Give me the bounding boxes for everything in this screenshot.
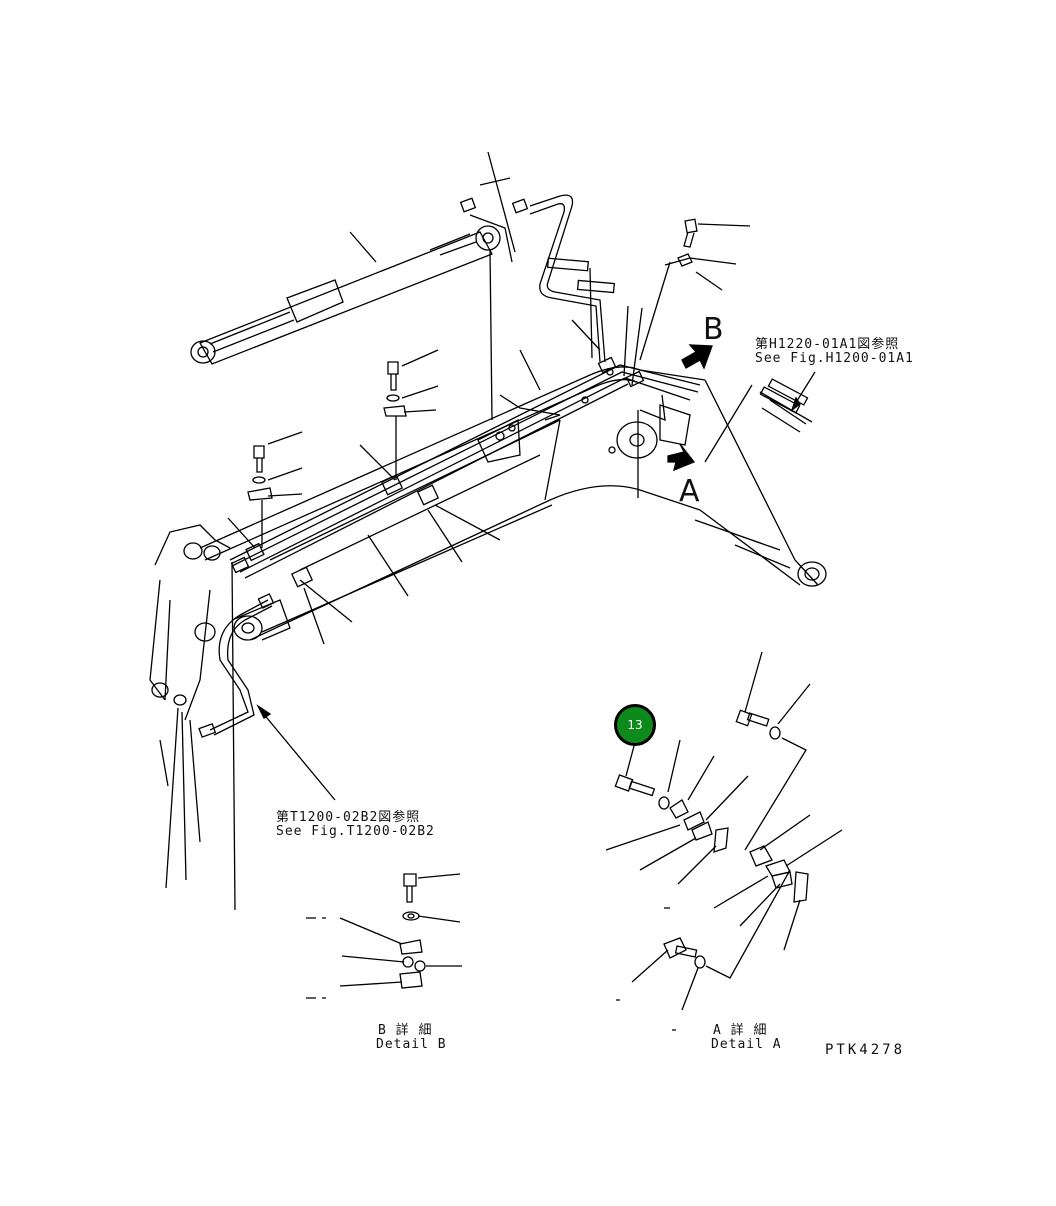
view-marker-b: B [703, 312, 724, 347]
detail-b-title-en: Detail B [376, 1037, 447, 1052]
detail-a-drawing [606, 652, 842, 1030]
upper-pipe [461, 152, 615, 362]
detail-a-title-jp: A 詳 細 [713, 1023, 768, 1038]
part-number-label: 13 [627, 718, 643, 732]
detail-b-drawing [306, 874, 462, 998]
part-number-badge[interactable]: 13 [614, 704, 656, 746]
ref-h-english: See Fig.H1200-01A1 [755, 351, 914, 366]
view-marker-a: A [679, 474, 700, 509]
detail-b-title-jp: B 詳 細 [378, 1023, 433, 1038]
ref-t-japanese: 第T1200-02B2図参照 [276, 810, 421, 825]
hardware [160, 219, 815, 910]
ref-t-english: See Fig.T1200-02B2 [276, 824, 435, 839]
boom-cylinder [191, 226, 500, 364]
detail-a-title-en: Detail A [711, 1037, 782, 1052]
ref-h-japanese: 第H1220-01A1図参照 [755, 337, 900, 352]
drawing-code: PTK4278 [825, 1042, 906, 1058]
